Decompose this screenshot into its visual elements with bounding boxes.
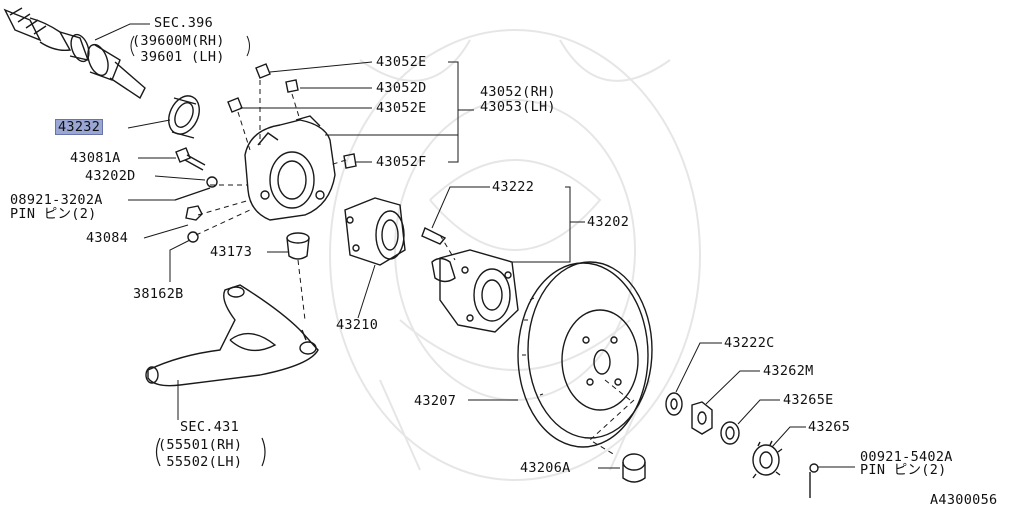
label-43084[interactable]: 43084 [86,230,129,246]
washer-38162b [187,231,199,243]
label-08921-pin: PIN ピン(2) [10,206,97,222]
label-38162b[interactable]: 38162B [133,286,184,302]
cap-43206a [622,453,646,483]
label-43232-highlighted[interactable]: 43232 [55,119,104,135]
hub-43202 [431,249,519,333]
washer-43265e [720,421,740,445]
label-43052f[interactable]: 43052F [376,154,427,170]
washer-43202d [206,176,218,188]
label-sec431-rh: (55501(RH) [158,437,243,453]
nut-43265 [752,440,783,479]
label-43265e[interactable]: 43265E [783,392,834,408]
label-43207[interactable]: 43207 [414,393,457,409]
nut-43262m [691,401,713,435]
label-43262m[interactable]: 43262M [763,363,814,379]
label-43210[interactable]: 43210 [336,317,379,333]
label-43052d[interactable]: 43052D [376,80,427,96]
nut-43084 [185,205,203,221]
bolt-43081a [175,147,206,171]
label-43202d[interactable]: 43202D [85,168,136,184]
drive-shaft [3,7,146,100]
label-43052e-top[interactable]: 43052E [376,54,427,70]
label-sec396-lh: 39601 (LH) [132,49,225,65]
label-08921[interactable]: 08921-3202A [10,192,103,208]
seal-43232 [168,95,200,139]
washer-43222c [665,392,683,416]
label-43173[interactable]: 43173 [210,244,253,260]
label-43081a[interactable]: 43081A [70,150,121,166]
label-43222c[interactable]: 43222C [724,335,775,351]
pin-00921 [809,463,819,498]
knuckle [244,115,336,221]
label-43206a[interactable]: 43206A [520,460,571,476]
label-43265[interactable]: 43265 [808,419,851,435]
label-sec396[interactable]: SEC.396 [154,15,213,31]
hub-bearing-43210 [344,197,406,266]
rotor-43207 [517,261,653,448]
label-sec431-lh: 55502(LH) [158,454,243,470]
label-00921-pin: PIN ピン(2) [860,462,947,478]
label-43052e-mid[interactable]: 43052E [376,100,427,116]
label-43052-rh[interactable]: 43052(RH) [480,84,556,100]
label-00921[interactable]: 00921-5402A [860,449,953,465]
label-43202[interactable]: 43202 [587,214,630,230]
diagram-id: A4300056 [930,492,998,508]
label-sec431[interactable]: SEC.431 [180,419,239,435]
hub-bolt-43222 [421,227,447,245]
label-sec396-rh: (39600M(RH) [132,33,225,49]
label-43222[interactable]: 43222 [492,179,535,195]
bushing-43173 [286,232,310,260]
pin-08921 [174,187,211,201]
label-43053-lh[interactable]: 43053(LH) [480,99,556,115]
